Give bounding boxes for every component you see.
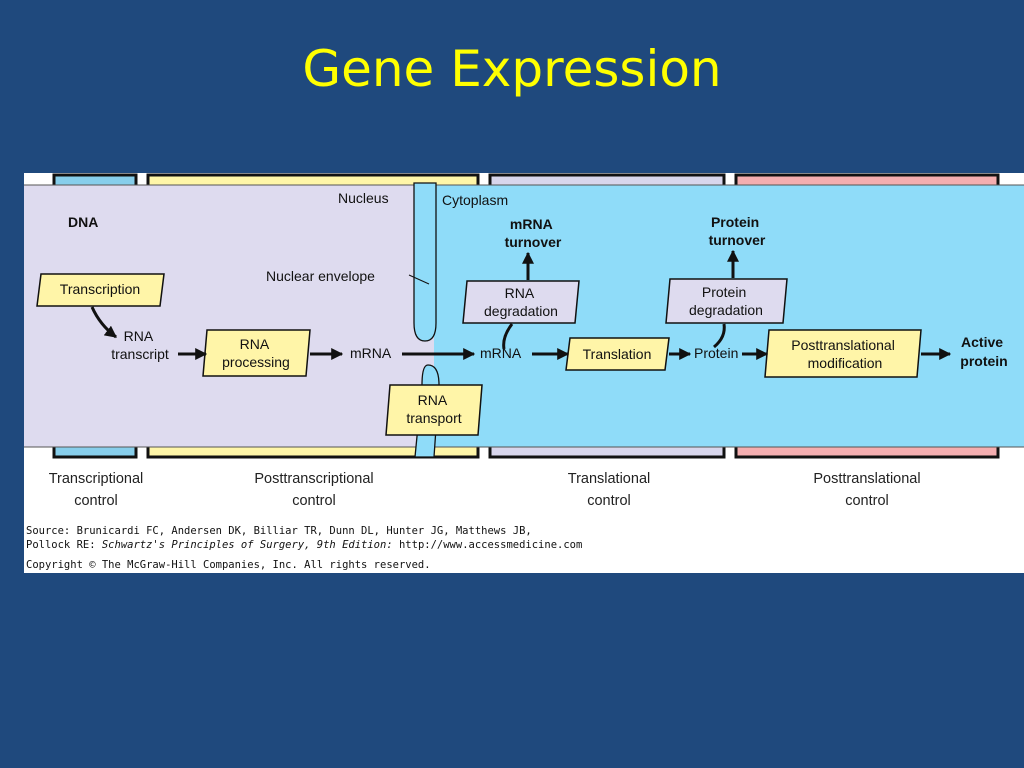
rna-processing-box: RNA processing [202,329,311,377]
svg-text:RNA processing: RNA processing [222,336,290,370]
rna-transcript-label: RNA transcript [111,328,169,362]
svg-text:RNA transport: RNA transport [406,392,461,426]
source-line-2: Pollock RE: Schwartz's Principles of Sur… [26,539,583,551]
svg-text:RNA degradation: RNA degradation [484,285,558,319]
source-citation: Source: Brunicardi FC, Andersen DK, Bill… [26,524,582,572]
gene-expression-figure: Nucleus Cytoplasm Nuclear envelope DNA R… [24,173,1024,573]
svg-text:Posttranslational modi: Posttranslational modification [791,337,898,371]
mrna-cytoplasm-label: mRNA [480,345,522,361]
copyright-notice: Copyright © The McGraw-Hill Companies, I… [26,559,431,571]
mrna-turnover-label: mRNA turnover [505,216,562,250]
protein-degradation-box: Protein degradation [665,278,788,324]
transcription-box: Transcription [36,273,165,307]
arrow-transcription-to-rna [90,306,117,339]
posttranslational-modification-box: Posttranslational modification [764,329,922,378]
svg-text:Translation: Translation [583,346,652,362]
nucleus-label: Nucleus [338,190,389,206]
nuclear-envelope-upper [413,182,437,342]
rna-transport-box: RNA transport [385,384,483,436]
mrna-nucleus-label: mRNA [350,345,392,361]
nucleus-region [24,185,434,447]
active-protein-label: Active protein [960,334,1007,369]
svg-text:Protein degradation: Protein degradation [689,284,763,318]
protein-turnover-label: Protein turnover [709,214,766,248]
dna-label: DNA [68,214,98,230]
translation-box: Translation [565,337,670,371]
flow-arrows [90,249,952,360]
rna-degradation-box: RNA degradation [462,280,580,324]
protein-label: Protein [694,345,738,361]
cytoplasm-label: Cytoplasm [442,192,508,208]
branch-lines [502,323,726,350]
source-line-1: Source: Brunicardi FC, Andersen DK, Bill… [26,525,532,537]
nuclear-envelope-label: Nuclear envelope [266,268,375,284]
gene-expression-diagram: Nucleus Cytoplasm Nuclear envelope DNA R… [24,173,1024,459]
svg-text:Transcription: Transcription [60,281,140,297]
slide-title: Gene Expression [302,40,722,98]
